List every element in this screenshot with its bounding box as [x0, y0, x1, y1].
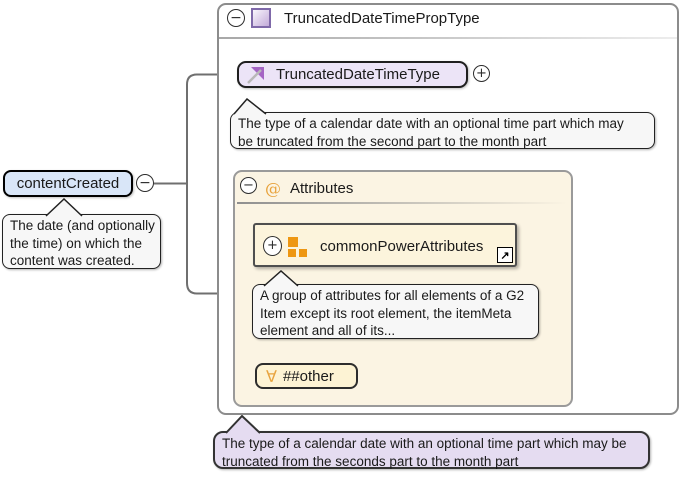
forall-icon: ∀ — [266, 366, 277, 386]
attributes-title: Attributes — [290, 180, 354, 197]
attributes-separator — [237, 202, 567, 204]
goto-definition-icon[interactable]: ↗ — [497, 247, 513, 263]
doc-line: element and all of its... — [260, 323, 396, 338]
header-separator — [219, 37, 677, 39]
complex-type-doc-callout: The type of a calendar date with an opti… — [213, 431, 650, 469]
doc-line: truncated from the seconds part to the m… — [222, 454, 519, 469]
base-type-box[interactable]: TruncatedDateTimeType — [237, 61, 468, 88]
collapse-toggle-attributes[interactable]: − — [240, 177, 257, 194]
doc-line: be truncated from the second part to the… — [238, 133, 547, 149]
callout-pointer — [233, 98, 267, 115]
collapse-toggle-element[interactable]: − — [136, 174, 154, 192]
wildcard-attribute-box[interactable]: ∀ ##other — [255, 363, 358, 389]
simple-type-icon — [247, 66, 264, 84]
collapse-toggle-root[interactable]: − — [227, 9, 245, 27]
expand-toggle-base-type[interactable]: + — [473, 65, 490, 82]
attribute-group-label: commonPowerAttributes — [320, 238, 484, 255]
attributes-at-icon: @ — [265, 179, 281, 198]
doc-line: the time) on which the — [10, 235, 143, 251]
type-doc-callout: The type of a calendar date with an opti… — [230, 112, 655, 149]
callout-pointer — [225, 415, 261, 434]
expand-toggle-attribute-group[interactable]: + — [263, 236, 282, 256]
doc-line: The type of a calendar date with an opti… — [222, 436, 627, 451]
doc-line: content was created. — [10, 253, 135, 268]
attribute-group-icon — [288, 237, 307, 257]
wildcard-label: ##other — [282, 367, 334, 385]
callout-pointer — [45, 198, 83, 217]
group-doc-callout: A group of attributes for all elements o… — [252, 284, 539, 339]
attribute-group-box[interactable]: + commonPowerAttributes ↗ — [253, 223, 517, 267]
doc-line: The type of a calendar date with an opti… — [238, 116, 624, 131]
doc-line: Item except its root element, the itemMe… — [260, 305, 512, 321]
element-box[interactable]: contentCreated — [3, 170, 133, 197]
base-type-label: TruncatedDateTimeType — [276, 66, 440, 83]
doc-line: A group of attributes for all elements o… — [260, 288, 525, 303]
callout-pointer — [263, 270, 299, 287]
complex-type-title: TruncatedDateTimePropType — [284, 10, 480, 27]
element-doc-callout: The date (and optionally the time) on wh… — [2, 214, 161, 269]
doc-line: The date (and optionally — [10, 218, 155, 233]
complex-type-icon — [251, 8, 271, 28]
